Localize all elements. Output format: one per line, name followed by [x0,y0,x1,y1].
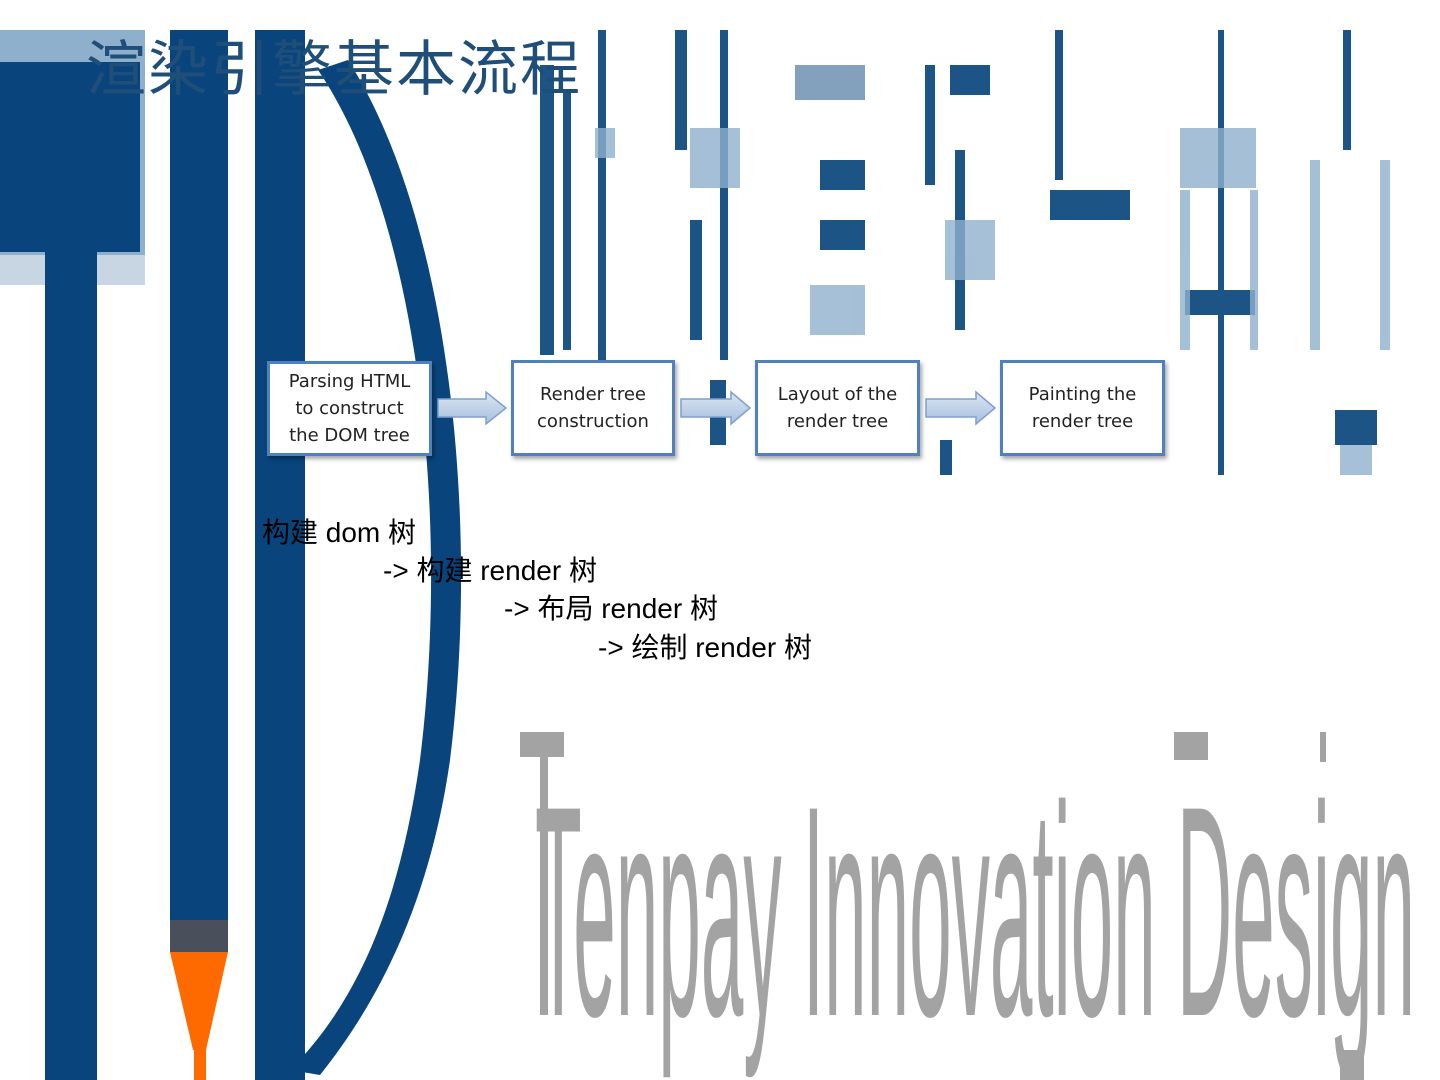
logo-pencil-ferrule [170,920,228,952]
pipeline-line-render: -> 构建 render 树 [383,555,597,586]
logo-i-pencil-body [170,30,228,930]
logo-t-bar [0,62,140,252]
flow-step-parsing: Parsing HTML to construct the DOM tree [267,361,432,456]
watermark-text: Tenpay Innovation Design [535,743,1415,1080]
header-bar-art-light [595,128,1390,475]
flow-step-painting: Painting the render tree [1000,360,1165,456]
slide-title: 渲染引擎基本流程 [86,35,582,105]
pipeline-line-layout: -> 布局 render 树 [504,593,718,624]
logo-d-stem [255,30,305,1080]
flow-arrow-1 [437,390,508,426]
logo-d-curve [290,60,462,1075]
pipeline-line-dom: 构建 dom 树 [262,517,417,548]
flow-arrow-2 [680,390,752,426]
logo-t-stem [45,250,97,1080]
logo-pencil-point [194,1040,206,1080]
flow-step-layout: Layout of the render tree [755,360,920,456]
flow-arrow-3 [925,390,997,426]
logo-pencil-tip [170,952,228,1050]
header-bar-art [540,30,1377,475]
pipeline-line-paint: -> 绘制 render 树 [598,632,812,663]
watermark-bar-art [520,732,1364,1080]
flow-step-render-tree: Render tree construction [511,360,675,456]
